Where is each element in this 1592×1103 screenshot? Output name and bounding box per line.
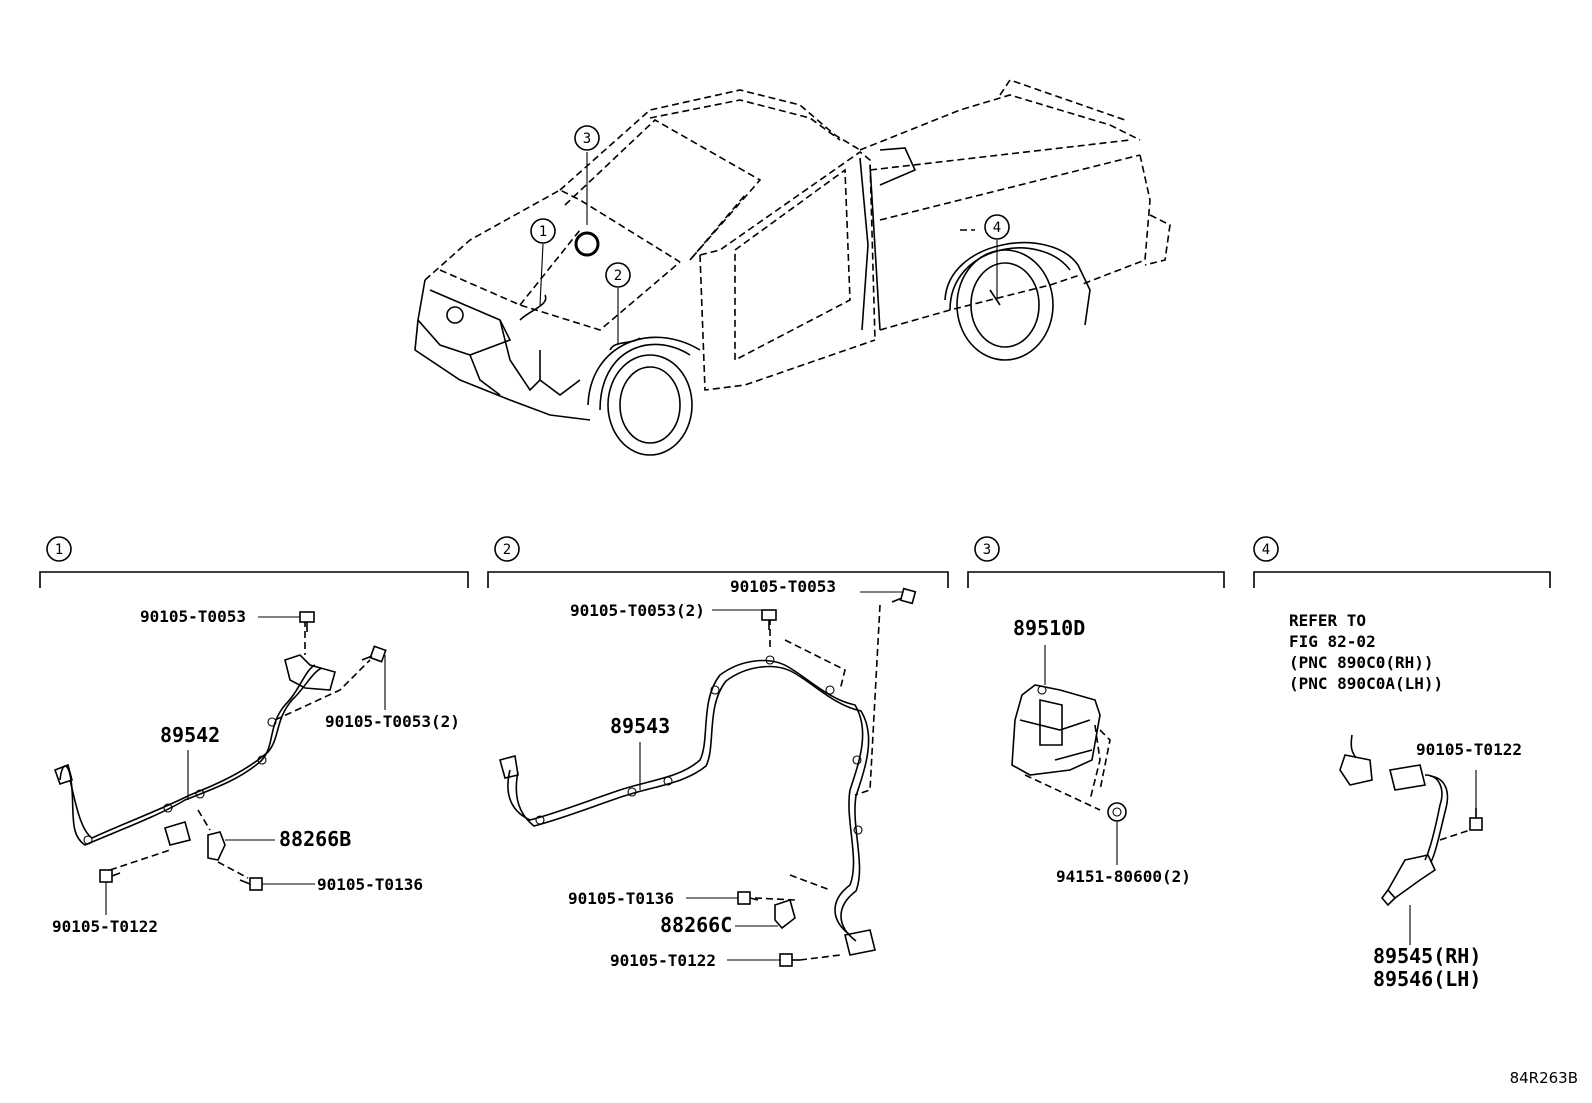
part-90105-T0136-s1: 90105-T0136 <box>317 875 423 894</box>
section-4-header: 4 <box>1253 536 1551 588</box>
part-90105-T0053-s1: 90105-T0053 <box>140 607 246 626</box>
section-4-parts <box>1339 734 1483 945</box>
refer-to-note-line-2: FIG 82-02 <box>1289 632 1376 651</box>
bolt-icon <box>299 611 315 632</box>
bolt-icon <box>99 869 121 883</box>
bolt-icon <box>779 953 800 967</box>
part-89542: 89542 <box>160 723 220 747</box>
diagram-code: 84R263B <box>1510 1069 1578 1087</box>
callout-2-label: 2 <box>614 268 622 284</box>
section-3-parts <box>1011 645 1127 865</box>
part-90105-T0136-s2: 90105-T0136 <box>568 889 674 908</box>
nut-icon <box>1107 802 1127 822</box>
callout-2: 2 <box>605 262 631 288</box>
part-89543: 89543 <box>610 714 670 738</box>
section-1-header: 1 <box>39 536 469 588</box>
part-88266C: 88266C <box>660 913 732 937</box>
refer-to-note-line-1: REFER TO <box>1289 611 1366 630</box>
bolt-icon <box>761 609 777 630</box>
section-3-header: 3 <box>967 536 1225 588</box>
section-1-number: 1 <box>55 542 63 558</box>
bolt-icon <box>891 587 917 605</box>
section-2-header: 2 <box>487 536 949 588</box>
bolt-icon <box>361 645 387 663</box>
part-94151-80600-2: 94151-80600(2) <box>1056 867 1191 886</box>
callout-4: 4 <box>984 214 1010 240</box>
bolt-icon <box>737 891 759 905</box>
section-4-number: 4 <box>1262 542 1270 558</box>
part-89546-lh: 89546(LH) <box>1373 967 1481 991</box>
callout-1: 1 <box>530 218 556 244</box>
callout-3-label: 3 <box>583 131 591 147</box>
part-90105-T0122-s4: 90105-T0122 <box>1416 740 1522 759</box>
part-88266B: 88266B <box>279 827 351 851</box>
refer-to-note-line-3: (PNC 890C0(RH)) <box>1289 653 1434 672</box>
section-2-parts <box>499 587 917 967</box>
section-3-number: 3 <box>983 542 991 558</box>
section-1-parts <box>53 611 387 915</box>
part-89545-rh: 89545(RH) <box>1373 944 1481 968</box>
pickup-truck-illustration <box>414 79 1171 456</box>
callout-1-label: 1 <box>539 224 547 240</box>
callout-4-label: 4 <box>993 220 1001 236</box>
section-2-number: 2 <box>503 542 511 558</box>
refer-to-note-line-4: (PNC 890C0A(LH)) <box>1289 674 1443 693</box>
part-89510D: 89510D <box>1013 616 1085 640</box>
part-90105-T0053-2-s1: 90105-T0053(2) <box>325 712 460 731</box>
callout-3: 3 <box>574 125 600 151</box>
part-90105-T0053-2-s2: 90105-T0053(2) <box>570 601 705 620</box>
part-90105-T0122-s1: 90105-T0122 <box>52 917 158 936</box>
part-90105-T0122-s2: 90105-T0122 <box>610 951 716 970</box>
part-90105-T0053-s2: 90105-T0053 <box>730 577 836 596</box>
bolt-icon <box>239 877 263 891</box>
